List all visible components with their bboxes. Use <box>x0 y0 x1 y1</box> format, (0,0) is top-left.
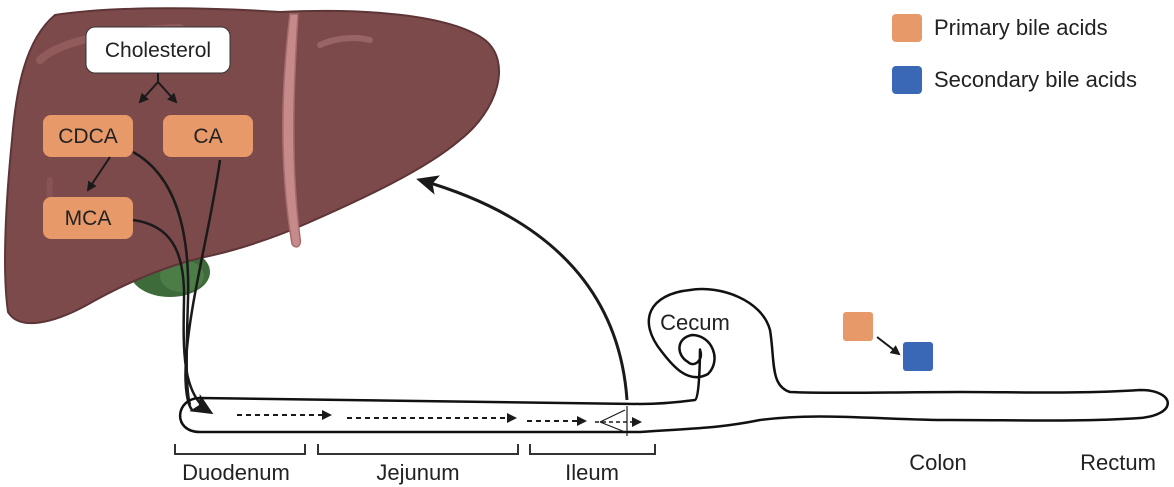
primary-swatch-icon <box>892 14 922 42</box>
legend-secondary: Secondary bile acids <box>892 66 1137 94</box>
colon-label: Colon <box>909 450 966 475</box>
duodenum-label: Duodenum <box>182 460 290 485</box>
ileum-label: Ileum <box>565 460 619 485</box>
mca-label: MCA <box>65 207 112 230</box>
cholesterol-label: Cholesterol <box>105 39 211 62</box>
cdca-label: CDCA <box>58 125 118 148</box>
secondary-square-icon <box>903 342 933 371</box>
ca-label: CA <box>193 125 222 148</box>
return-to-liver-arrow <box>420 180 627 400</box>
legend-primary-label: Primary bile acids <box>934 15 1108 41</box>
legend-primary: Primary bile acids <box>892 14 1108 42</box>
cecum-label: Cecum <box>660 310 730 335</box>
primary-square-icon <box>843 312 873 341</box>
rectum-label: Rectum <box>1080 450 1156 475</box>
legend-secondary-label: Secondary bile acids <box>934 67 1137 93</box>
jejunum-label: Jejunum <box>376 460 459 485</box>
liver <box>5 8 499 323</box>
secondary-swatch-icon <box>892 66 922 94</box>
